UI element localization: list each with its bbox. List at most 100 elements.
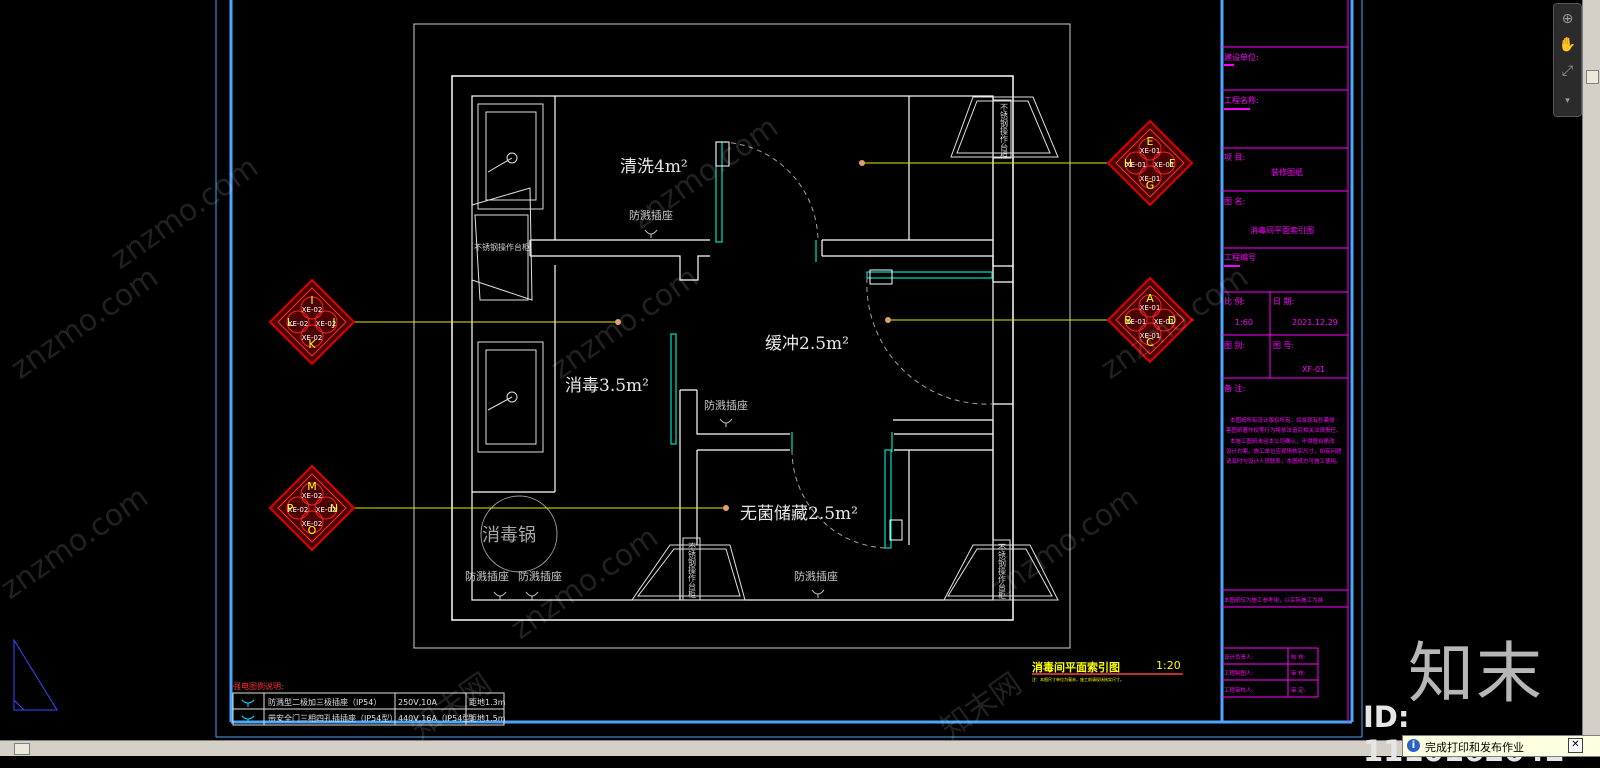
symbol-letter-B: B [1124, 314, 1132, 327]
symbol-code: XE-02 [316, 320, 337, 328]
symbol-letter-E: E [1147, 135, 1154, 148]
symbol-letter-G: G [1146, 179, 1155, 192]
watermark-1: znzmo.com [5, 260, 165, 387]
tb-item-value: 装修图纸 [1271, 167, 1303, 177]
tb-audit-label: 审 核: [1291, 669, 1306, 677]
tb-date-value: 2021.12.29 [1292, 318, 1338, 327]
symbol-code: XE-01 [1140, 175, 1161, 183]
nav-menu-icon[interactable]: ▾ [1565, 96, 1570, 106]
vertical-scroll-thumb[interactable] [1586, 70, 1599, 84]
tb-sheet-no-label: 图 号: [1273, 341, 1294, 350]
fixtures [471, 103, 558, 573]
electrical-legend: 强电图例说明: 防溅型二极加三极插座（IP54） 250V,10A 距地1.3m… [232, 681, 506, 726]
close-icon[interactable]: ✕ [1568, 738, 1583, 753]
room-label-buffer: 缓冲2.5m² [765, 334, 849, 354]
symbol-code: XE-02 [316, 506, 337, 514]
tb-client-label: 建设单位: [1224, 52, 1259, 62]
symbol-code: XE-01 [1140, 147, 1161, 155]
legend-row-1-spec: 250V,10A [398, 698, 437, 707]
tb-date-label: 日 期: [1273, 297, 1294, 306]
tb-remark-4: 设计方案。施工单位应现场核实尺寸，如有问题 [1226, 447, 1342, 455]
symbol-letter-L: L [287, 316, 294, 329]
legend-row-1-height: 距地1.3m [469, 697, 506, 707]
tb-remark-3: 本施工图纸未经本公司确认，不得擅自更改 [1230, 437, 1335, 445]
symbol-code: XE-01 [1126, 161, 1147, 169]
tb-scale-label: 比 例: [1224, 296, 1245, 306]
watermark-text: znzmo.com znzmo.com znzmo.com znzmo.com … [0, 110, 1255, 747]
symbol-code: XE-01 [1140, 332, 1161, 340]
socket-labels: 防溅插座 防溅插座 防溅插座 防溅插座 防溅插座 [465, 208, 838, 583]
symbol-letter-M: M [307, 480, 317, 493]
legend-row-1-desc: 防溅型二极加三极插座（IP54） [268, 697, 381, 707]
symbol-letter-J: J [331, 316, 335, 329]
legend-row-2-desc: 带安全门三相四孔插插座（IP54型） [268, 713, 397, 723]
cabinet-label-bottom-right: 不锈钢操作台柜 [998, 543, 1007, 600]
zoom-icon[interactable]: ⊕ [1561, 11, 1574, 27]
tb-remark-5: 请及时与设计人员联系，本图纸方可施工使用。 [1226, 457, 1342, 465]
index-symbols: EFGHXE-01XE-01XE-01XE-01ADCBXE-01XE-01XE… [268, 119, 1194, 552]
watermark-logo: 知末 [1408, 635, 1544, 712]
cabinet-label-top-right: 不锈钢操作台柜 [1000, 103, 1009, 160]
horizontal-scrollbar[interactable] [0, 740, 1568, 756]
pan-icon[interactable]: ✋ [1558, 37, 1577, 53]
orbit-icon[interactable]: ⤢ [1561, 63, 1574, 79]
walls [471, 95, 1013, 601]
symbol-code: XE-01 [1154, 318, 1175, 326]
navigation-bar: ⊕ ✋ ⤢ ▾ [1553, 3, 1582, 117]
cabinets [631, 96, 1059, 601]
doors [670, 141, 993, 549]
socket-label-sterile: 防溅插座 [794, 569, 838, 583]
symbol-code: XE-02 [302, 306, 323, 314]
cabinet-label-left: 不锈钢操作台柜 [474, 242, 530, 252]
legend-row-2-spec: 440V,16A（IP54型） [398, 714, 478, 723]
horizontal-scroll-thumb[interactable] [14, 743, 30, 755]
symbol-code: XE-02 [302, 520, 323, 528]
socket-label-disinfect: 防溅插座 [704, 398, 748, 412]
tb-footer: 本图纸仅为施工参考用，以实际施工为准 [1224, 596, 1324, 604]
symbol-letter-A: A [1146, 292, 1154, 305]
tb-project-no-label: 工程编号 [1224, 252, 1256, 262]
ucs-icon [13, 638, 58, 711]
socket-symbols [493, 229, 825, 600]
tb-drawing-name-label: 图 名: [1224, 196, 1245, 206]
symbol-code: XE-01 [1154, 161, 1175, 169]
leader-lines [354, 162, 1112, 509]
info-icon: i [1407, 739, 1420, 752]
socket-label-bottom-1: 防溅插座 [465, 569, 509, 583]
watermark-id: ID: 1110162042 [1363, 700, 1565, 768]
watermark-4: znzmo.com [545, 260, 705, 387]
notification-text: 完成打印和发布作业 [1425, 741, 1524, 754]
tb-category-label: 图 别: [1224, 341, 1245, 350]
symbol-code: XE-01 [1126, 318, 1147, 326]
print-notification[interactable]: i 完成打印和发布作业 ✕ [1402, 735, 1600, 757]
symbol-letter-O: O [308, 524, 317, 537]
title-block: 建设单位: 工程名称: 项 目: 装修图纸 图 名: 消毒间平面索引图 工程编号… [1222, 0, 1349, 722]
watermark-10: 知末网 [935, 666, 1029, 746]
symbol-code: XE-01 [1140, 304, 1161, 312]
tb-drafter-label: 工程制图人: [1224, 669, 1254, 677]
symbol-letter-P: P [287, 502, 294, 515]
symbol-letter-D: D [1168, 314, 1176, 327]
vertical-scrollbar[interactable] [1582, 0, 1600, 740]
symbol-code: XE-02 [302, 334, 323, 342]
tb-item-label: 项 目: [1224, 153, 1245, 162]
tb-scale-value: 1:60 [1235, 318, 1253, 327]
plan-scale: 1:20 [1156, 659, 1181, 672]
watermark-2: znzmo.com [105, 150, 265, 277]
tb-check-label: 校 核: [1291, 653, 1306, 661]
legend-row-2-height: 距地1.5m [469, 713, 506, 723]
tb-remarks-label: 备 注: [1224, 383, 1245, 393]
tb-sheet-no-value: XF-01 [1302, 365, 1325, 374]
sheet-frame [215, 0, 1363, 738]
symbol-code: XE-02 [302, 492, 323, 500]
sterilizer-label: 消毒锅 [482, 525, 536, 546]
symbol-letter-K: K [308, 338, 316, 351]
socket-label-bottom-2: 防溅插座 [518, 569, 562, 583]
room-label-sterile: 无菌储藏2.5m² [740, 504, 858, 524]
tb-remark-1: 本图纸所有设计版权所有，如发现有抄袭侵 [1230, 416, 1335, 424]
tb-remark-2: 害图纸著作权等行为将依法追究相关法律责任。 [1226, 426, 1342, 434]
tb-drawing-name-value: 消毒间平面索引图 [1250, 225, 1314, 235]
room-label-disinfect: 消毒3.5m² [565, 376, 649, 396]
